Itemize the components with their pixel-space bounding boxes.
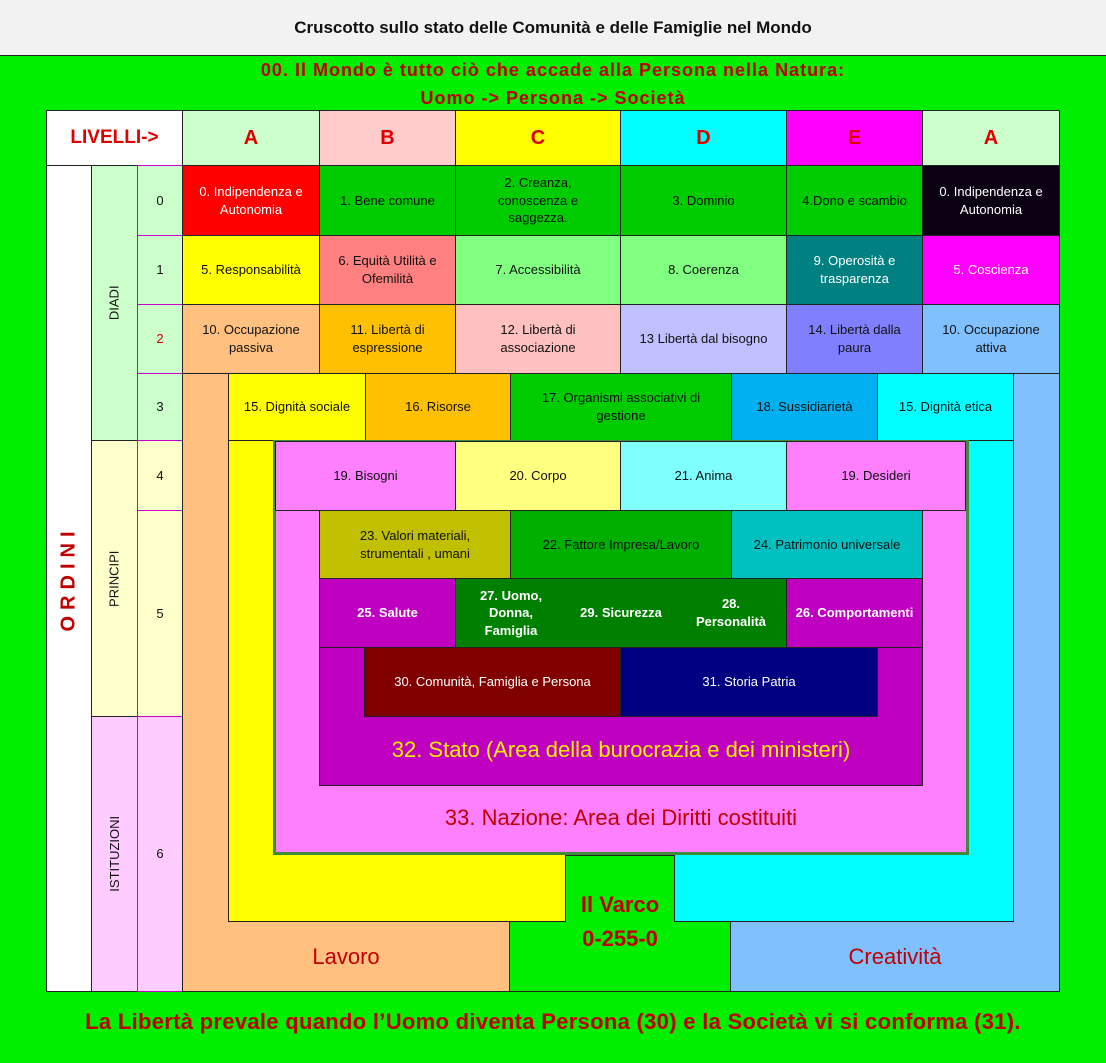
cell-dignita-sociale: 15. Dignità sociale bbox=[228, 373, 366, 441]
varco-code: 0-255-0 bbox=[582, 926, 658, 952]
row-number-0: 0 bbox=[137, 165, 183, 236]
group-principi: PRINCIPI bbox=[91, 440, 138, 717]
cell-bisogni: 19. Bisogni bbox=[275, 441, 456, 511]
cell-creanza: 2. Creanza, conoscenza e saggezza. bbox=[455, 165, 621, 236]
cell-bene-comune: 1. Bene comune bbox=[319, 165, 456, 236]
istituzioni-label: ISTITUZIONI bbox=[106, 816, 122, 892]
cell-corpo: 20. Corpo bbox=[455, 441, 621, 511]
cell-personalita: 28. Personalità bbox=[695, 596, 767, 629]
cell-liberta-bisogno: 13 Libertà dal bisogno bbox=[620, 304, 787, 374]
cell-operosita: 9. Operosità e trasparenza bbox=[786, 235, 923, 305]
livelli-header: LIVELLI-> bbox=[46, 110, 183, 166]
subtitle-line-2: Uomo -> Persona -> Società bbox=[420, 88, 686, 108]
cell-risorse: 16. Risorse bbox=[365, 373, 511, 441]
diadi-label: DIADI bbox=[106, 285, 122, 321]
cell-accessibilita: 7. Accessibilità bbox=[455, 235, 621, 305]
cell-uomo-donna-famiglia: 27. Uomo, Donna, Famiglia bbox=[479, 587, 543, 638]
row-number-2: 2 bbox=[137, 304, 183, 374]
cell-liberta-paura: 14. Libertà dalla paura bbox=[786, 304, 923, 374]
column-header-d: D bbox=[620, 110, 787, 166]
cell-patrimonio: 24. Patrimonio universale bbox=[731, 510, 923, 579]
cell-comportamenti: 26. Comportamenti bbox=[786, 578, 923, 648]
page-title: Cruscotto sullo stato delle Comunità e d… bbox=[0, 0, 1106, 56]
cell-occupazione-passiva: 10. Occupazione passiva bbox=[182, 304, 320, 374]
varco-label: Il Varco bbox=[580, 892, 660, 918]
cell-comunita-famiglia-persona: 30. Comunità, Famiglia e Persona bbox=[364, 647, 621, 717]
row-number-6: 6 bbox=[137, 716, 183, 992]
cell-dono-scambio: 4.Dono e scambio bbox=[786, 165, 923, 236]
row-number-5: 5 bbox=[137, 510, 183, 717]
cell-desideri: 19. Desideri bbox=[786, 441, 966, 511]
column-header-b: B bbox=[319, 110, 456, 166]
column-header-a-right: A bbox=[922, 110, 1060, 166]
row-number-3: 3 bbox=[137, 373, 183, 441]
lavoro-label: Lavoro bbox=[312, 944, 380, 970]
nazione-label: 33. Nazione: Area dei Diritti costituiti bbox=[444, 805, 798, 831]
cell-salute: 25. Salute bbox=[319, 578, 456, 648]
cell-anima: 21. Anima bbox=[620, 441, 787, 511]
column-header-e: E bbox=[786, 110, 923, 166]
cell-organismi: 17. Organismi associativi di gestione bbox=[510, 373, 732, 441]
principi-label: PRINCIPI bbox=[106, 550, 122, 607]
footer-statement: La Libertà prevale quando l’Uomo diventa… bbox=[85, 1009, 1021, 1034]
cell-storia-patria: 31. Storia Patria bbox=[620, 647, 878, 717]
cell-indipendenza-a: 0. Indipendenza e Autonomia bbox=[182, 165, 320, 236]
famiglia-band bbox=[455, 578, 787, 648]
group-diadi: DIADI bbox=[91, 165, 138, 441]
cell-equita: 6. Equità Utilità e Ofemilità bbox=[319, 235, 456, 305]
cell-valori-materiali: 23. Valori materiali, strumentali , uman… bbox=[319, 510, 511, 579]
cell-liberta-espressione: 11. Libertà di espressione bbox=[319, 304, 456, 374]
row-number-1: 1 bbox=[137, 235, 183, 305]
column-header-c: C bbox=[455, 110, 621, 166]
cell-sussidiarieta: 18. Sussidiarietà bbox=[731, 373, 878, 441]
creativita-label: Creatività bbox=[848, 944, 942, 970]
cell-coerenza: 8. Coerenza bbox=[620, 235, 787, 305]
stato-label: 32. Stato (Area della burocrazia e dei m… bbox=[391, 737, 851, 763]
group-istituzioni: ISTITUZIONI bbox=[91, 716, 138, 992]
cell-dominio: 3. Dominio bbox=[620, 165, 787, 236]
cell-liberta-associazione: 12. Libertà di associazione bbox=[455, 304, 621, 374]
row-number-4: 4 bbox=[137, 440, 183, 511]
ordini-column: ORDINI bbox=[46, 165, 92, 992]
column-header-a: A bbox=[182, 110, 320, 166]
ordini-label: ORDINI bbox=[57, 525, 80, 632]
cell-coscienza: 5. Coscienza bbox=[922, 235, 1060, 305]
cell-indipendenza-a-right: 0. Indipendenza e Autonomia bbox=[922, 165, 1060, 236]
cell-fattore-impresa: 22. Fattore Impresa/Lavoro bbox=[510, 510, 732, 579]
cell-sicurezza: 29. Sicurezza bbox=[580, 605, 662, 621]
cell-responsabilita: 5. Responsabilità bbox=[182, 235, 320, 305]
cell-occupazione-attiva: 10. Occupazione attiva bbox=[922, 304, 1060, 374]
subtitle-line-1: 00. Il Mondo è tutto ciò che accade alla… bbox=[260, 60, 846, 80]
cell-dignita-etica: 15. Dignità etica bbox=[877, 373, 1014, 441]
